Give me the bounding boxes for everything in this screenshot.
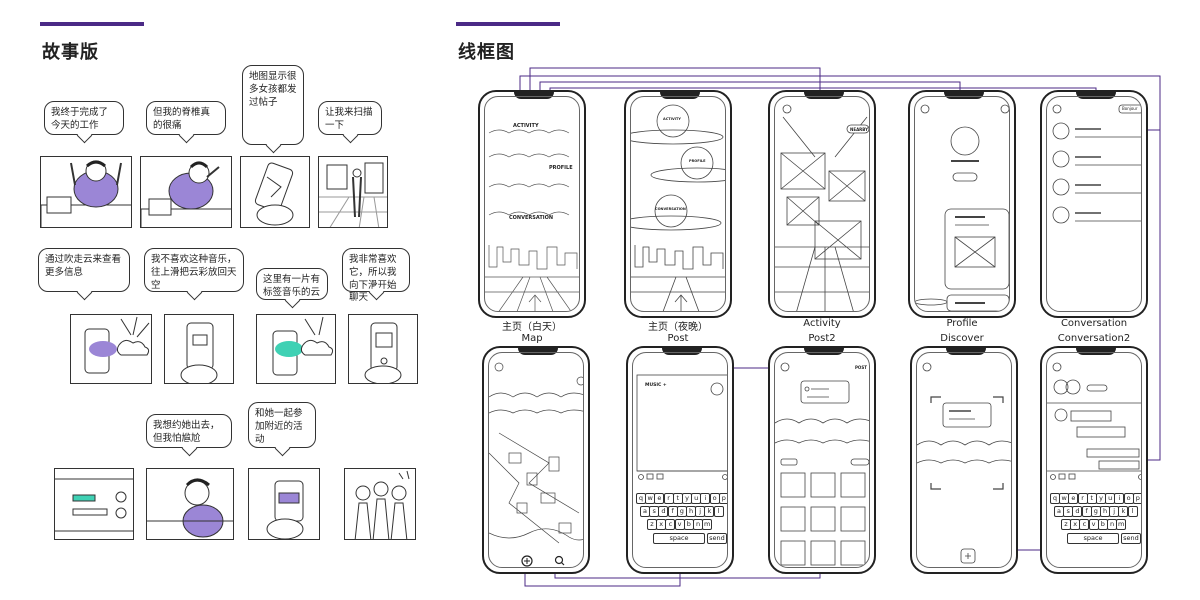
story-bubble-8: 我非常喜欢它，所以我向下滑开始聊天 [342, 248, 410, 292]
caption-conversation2: Conversation2 [1034, 333, 1154, 344]
caption-home-day: 主页（白天） [472, 318, 592, 333]
story-panel-map-phone [240, 156, 310, 228]
key-k[interactable]: k [704, 506, 714, 517]
story-panel-swipe-up [164, 314, 234, 384]
conversation-language-dropdown[interactable]: Bonjour [1122, 106, 1137, 111]
key-c[interactable]: c [1079, 519, 1089, 530]
key-d[interactable]: d [658, 506, 668, 517]
caption-conversation: Conversation [1034, 318, 1154, 329]
key-c[interactable]: c [665, 519, 675, 530]
story-panel-embarrassed [146, 468, 234, 540]
send-key[interactable]: send [707, 533, 727, 544]
story-bubble-1: 我终于完成了今天的工作 [44, 101, 124, 135]
caption-home-night: 主页（夜晚） [618, 318, 738, 333]
key-l[interactable]: l [714, 506, 724, 517]
home-night-profile-label[interactable]: PROFILE [689, 159, 706, 163]
wireframe-activity[interactable]: NEARBY [768, 90, 876, 318]
key-d[interactable]: d [1072, 506, 1082, 517]
story-panel-backpain [140, 156, 232, 228]
key-e[interactable]: e [654, 493, 664, 504]
space-key[interactable]: space [1067, 533, 1119, 544]
key-m[interactable]: m [1116, 519, 1126, 530]
caption-profile: Profile [902, 318, 1022, 329]
wireframe-home-day[interactable]: ACTIVITY PROFILE CONVERSATION [478, 90, 586, 318]
home-night-conversation-label[interactable]: CONVERSATION [655, 207, 686, 211]
key-l[interactable]: l [1128, 506, 1138, 517]
key-e[interactable]: e [1068, 493, 1078, 504]
home-night-activity-label[interactable]: ACTIVITY [663, 117, 681, 121]
key-m[interactable]: m [702, 519, 712, 530]
key-i[interactable]: i [1114, 493, 1124, 504]
story-panel-working [40, 156, 132, 228]
home-day-activity-label[interactable]: ACTIVITY [513, 123, 539, 129]
space-key[interactable]: space [653, 533, 705, 544]
story-bubble-2: 但我的脊椎真的很痛 [146, 101, 226, 135]
caption-discover: Discover [902, 333, 1022, 344]
caption-activity: Activity [762, 318, 882, 329]
story-panel-music-cloud [256, 314, 336, 384]
wireframe-map[interactable] [482, 346, 590, 574]
key-p[interactable]: p [719, 493, 728, 504]
post2-post-button[interactable]: POST [855, 365, 867, 370]
storyboard-title: 故事版 [42, 38, 99, 64]
story-bubble-10: 和她一起参加附近的活动 [248, 402, 316, 448]
story-bubble-5: 通过吹走云来查看更多信息 [38, 248, 130, 292]
storyboard-accent-bar [40, 22, 144, 26]
wireframe-title: 线框图 [458, 38, 515, 64]
send-key[interactable]: send [1121, 533, 1141, 544]
story-bubble-7: 这里有一片有标签音乐的云 [256, 268, 328, 300]
wireframe-conversation[interactable]: Bonjour [1040, 90, 1148, 318]
story-bubble-3: 地图显示很多女孩都发过帖子 [242, 65, 304, 145]
story-bubble-6: 我不喜欢这种音乐，往上滑把云彩放回天空 [144, 248, 244, 292]
key-p[interactable]: p [1133, 493, 1142, 504]
home-day-profile-label[interactable]: PROFILE [549, 165, 573, 171]
caption-post2: Post2 [762, 333, 882, 344]
wireframe-home-night[interactable]: ACTIVITY PROFILE CONVERSATION [624, 90, 732, 318]
story-panel-swipe-down [348, 314, 418, 384]
home-day-conversation-label[interactable]: CONVERSATION [509, 215, 553, 221]
post-music-tag[interactable]: MUSIC + [645, 383, 667, 388]
caption-map: Map [472, 333, 592, 344]
key-k[interactable]: k [1118, 506, 1128, 517]
wireframe-profile[interactable] [908, 90, 1016, 318]
story-bubble-4: 让我来扫描一下 [318, 101, 382, 135]
wireframe-discover[interactable] [910, 346, 1018, 574]
story-panel-event [248, 468, 320, 540]
story-bubble-9: 我想约她出去，但我怕尴尬 [146, 414, 232, 448]
story-panel-friends [344, 468, 416, 540]
key-i[interactable]: i [700, 493, 710, 504]
wireframe-post2[interactable]: POST [768, 346, 876, 574]
wireframe-accent-bar [456, 22, 560, 26]
story-panel-blow-cloud [70, 314, 152, 384]
story-panel-scan [318, 156, 388, 228]
story-panel-phone-closeup [54, 468, 134, 540]
caption-post: Post [618, 333, 738, 344]
activity-nearby-dropdown[interactable]: NEARBY [850, 127, 868, 132]
